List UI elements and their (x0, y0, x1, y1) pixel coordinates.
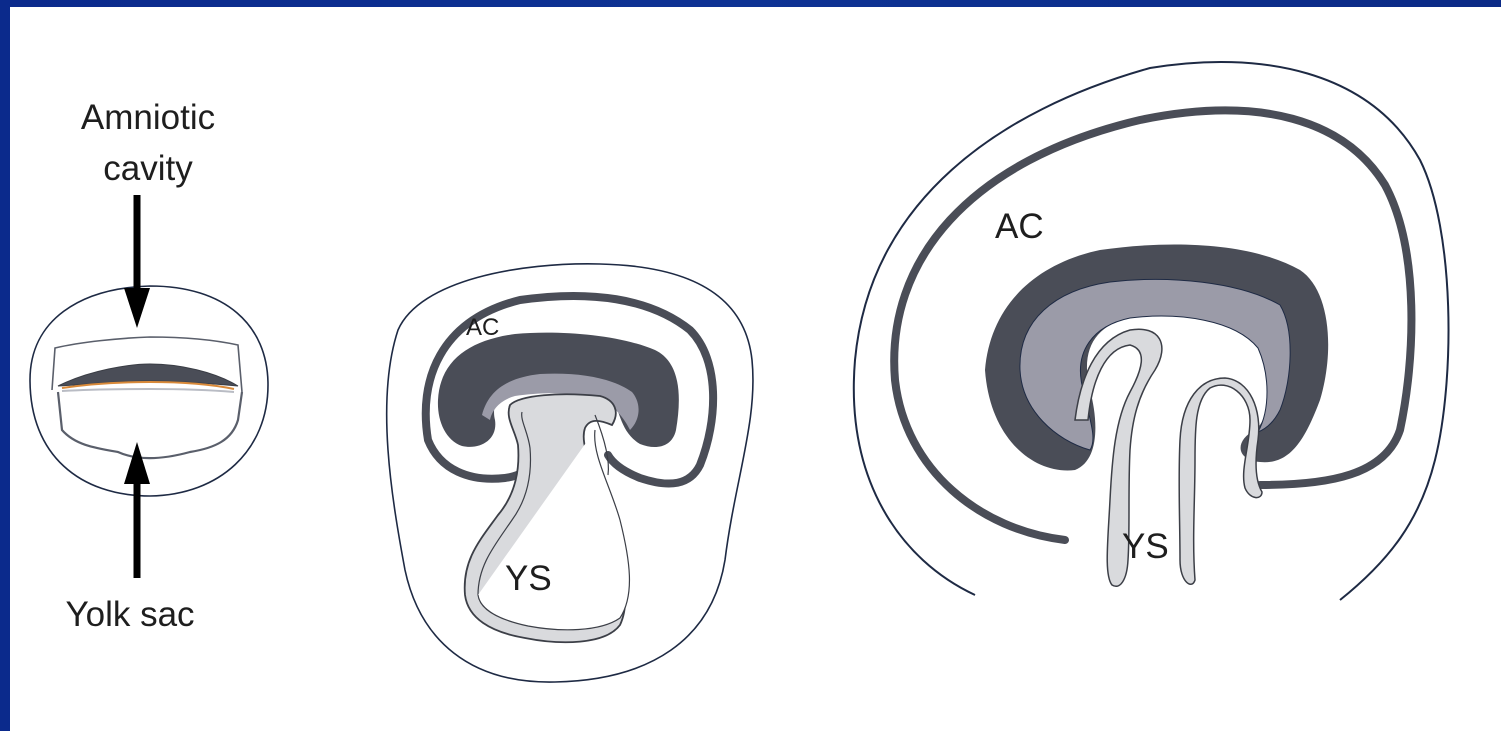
stage-3-ac-label: AC (995, 207, 1044, 246)
stage-3-embryo: AC YS (854, 62, 1449, 600)
stage-2-ys-label: YS (505, 559, 552, 598)
stage-2-embryo: AC YS (387, 264, 753, 682)
yolk-sac-label: Yolk sac (65, 595, 194, 634)
stage-2-ac-label: AC (466, 314, 499, 341)
stage-3-amnion (894, 110, 1411, 540)
stage-3-yolk-stalk-right (1179, 378, 1262, 584)
amniotic-cavity-label-line1: Amniotic (81, 98, 215, 137)
stage-1-embryo: Amniotic cavity Yolk sac (30, 98, 268, 634)
arrow-down-icon (124, 195, 150, 328)
amniotic-cavity-label-line2: cavity (103, 149, 193, 188)
stage-3-ys-label: YS (1122, 527, 1169, 566)
stage-1-yolk-sac (58, 392, 242, 458)
arrow-up-icon (124, 442, 150, 578)
stage-1-disc-underlayer (62, 389, 234, 392)
